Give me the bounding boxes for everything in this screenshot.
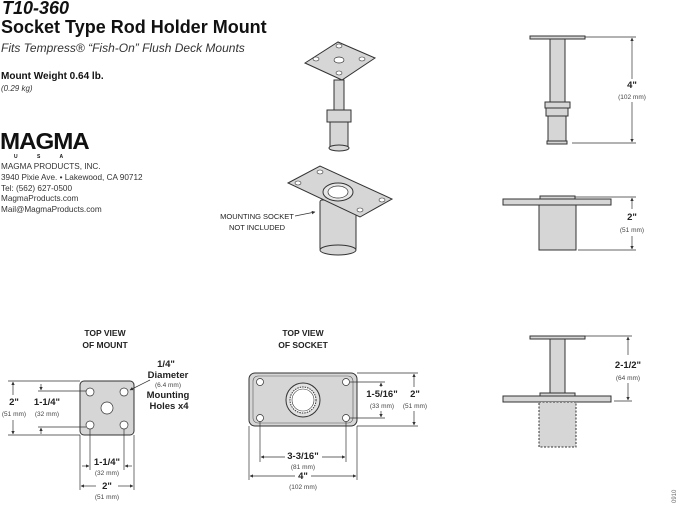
company-street: 3940 Pixie Ave. • Lakewood, CA 90712: [1, 172, 143, 182]
mounting-socket-note-2: NOT INCLUDED: [229, 223, 286, 232]
footer-code: 0910: [672, 489, 678, 503]
side-view-1-dim-metric: (102 mm): [618, 94, 646, 101]
isometric-socket: [286, 165, 394, 256]
subtitle: Fits Tempress® “Fish-On” Flush Deck Moun…: [1, 41, 245, 55]
side-view-3-dim: 2-1/2": [615, 360, 641, 371]
hole-mounting-label: Mounting: [147, 390, 190, 401]
hole-size-metric: (6.4 mm): [155, 382, 181, 389]
side-view-mount: 4" (102 mm): [529, 35, 646, 145]
mount-weight: Mount Weight 0.64 lb.: [1, 71, 104, 82]
mount-width-dim: 2": [102, 481, 112, 492]
company-name: MAGMA PRODUCTS, INC.: [1, 162, 101, 171]
magma-logo: MAGMA: [0, 128, 90, 154]
socket-hole-v-dim: 1-5/16": [366, 389, 397, 400]
model-number: T10-360: [2, 0, 70, 18]
company-phone: Tel: (562) 627-0500: [1, 183, 73, 193]
side-view-installed: 2-1/2" (64 mm): [502, 335, 641, 448]
mount-hole-h-dim-metric: (32 mm): [95, 470, 119, 477]
mount-width-dim-metric: (51 mm): [95, 494, 119, 501]
side-view-2-dim-metric: (51 mm): [620, 227, 644, 234]
socket-hole-h-dim-metric: (81 mm): [291, 464, 315, 471]
socket-hole-h-dim: 3-3/16": [287, 451, 318, 462]
top-mount-title-1: TOP VIEW: [84, 328, 126, 338]
top-socket-title-2: OF SOCKET: [278, 340, 328, 350]
socket-height-dim-metric: (51 mm): [403, 403, 427, 410]
socket-height-dim: 2": [410, 389, 420, 400]
magma-logo-sub: U S A: [14, 154, 73, 160]
mounting-socket-note-1: MOUNTING SOCKET: [220, 212, 294, 221]
hole-diameter-label: Diameter: [148, 370, 189, 381]
side-view-1-dim: 4": [627, 80, 637, 91]
mount-hole-v-dim: 1-1/4": [34, 397, 60, 408]
side-view-socket: 2" (51 mm): [502, 195, 644, 251]
isometric-mount: [303, 41, 377, 152]
company-address: MAGMA PRODUCTS, INC. 3940 Pixie Ave. • L…: [1, 162, 143, 216]
mount-weight-metric: (0.29 kg): [1, 84, 33, 93]
top-view-mount: TOP VIEW OF MOUNT 2" (51 mm) 1-1/4" (32 …: [2, 328, 190, 501]
mount-hole-v-dim-metric: (32 mm): [35, 411, 59, 418]
hole-count-label: Holes x4: [149, 401, 189, 412]
page-title: Socket Type Rod Holder Mount: [1, 17, 267, 37]
socket-width-dim: 4": [298, 471, 308, 482]
socket-width-dim-metric: (102 mm): [289, 484, 317, 491]
mount-hole-h-dim: 1-1/4": [94, 457, 120, 468]
top-view-socket: TOP VIEW OF SOCKET 1-5/16" (33 mm) 2" (5…: [248, 328, 427, 491]
mount-height-dim-metric: (51 mm): [2, 411, 26, 418]
company-website[interactable]: MagmaProducts.com: [1, 194, 79, 204]
top-socket-title-1: TOP VIEW: [282, 328, 324, 338]
mount-height-dim: 2": [9, 397, 19, 408]
side-view-3-dim-metric: (64 mm): [616, 375, 640, 382]
top-mount-title-2: OF MOUNT: [82, 340, 128, 350]
company-email[interactable]: Mail@MagmaProducts.com: [1, 205, 102, 215]
socket-hole-v-dim-metric: (33 mm): [370, 403, 394, 410]
side-view-2-dim: 2": [627, 212, 637, 223]
hole-size-dim: 1/4": [157, 359, 175, 370]
